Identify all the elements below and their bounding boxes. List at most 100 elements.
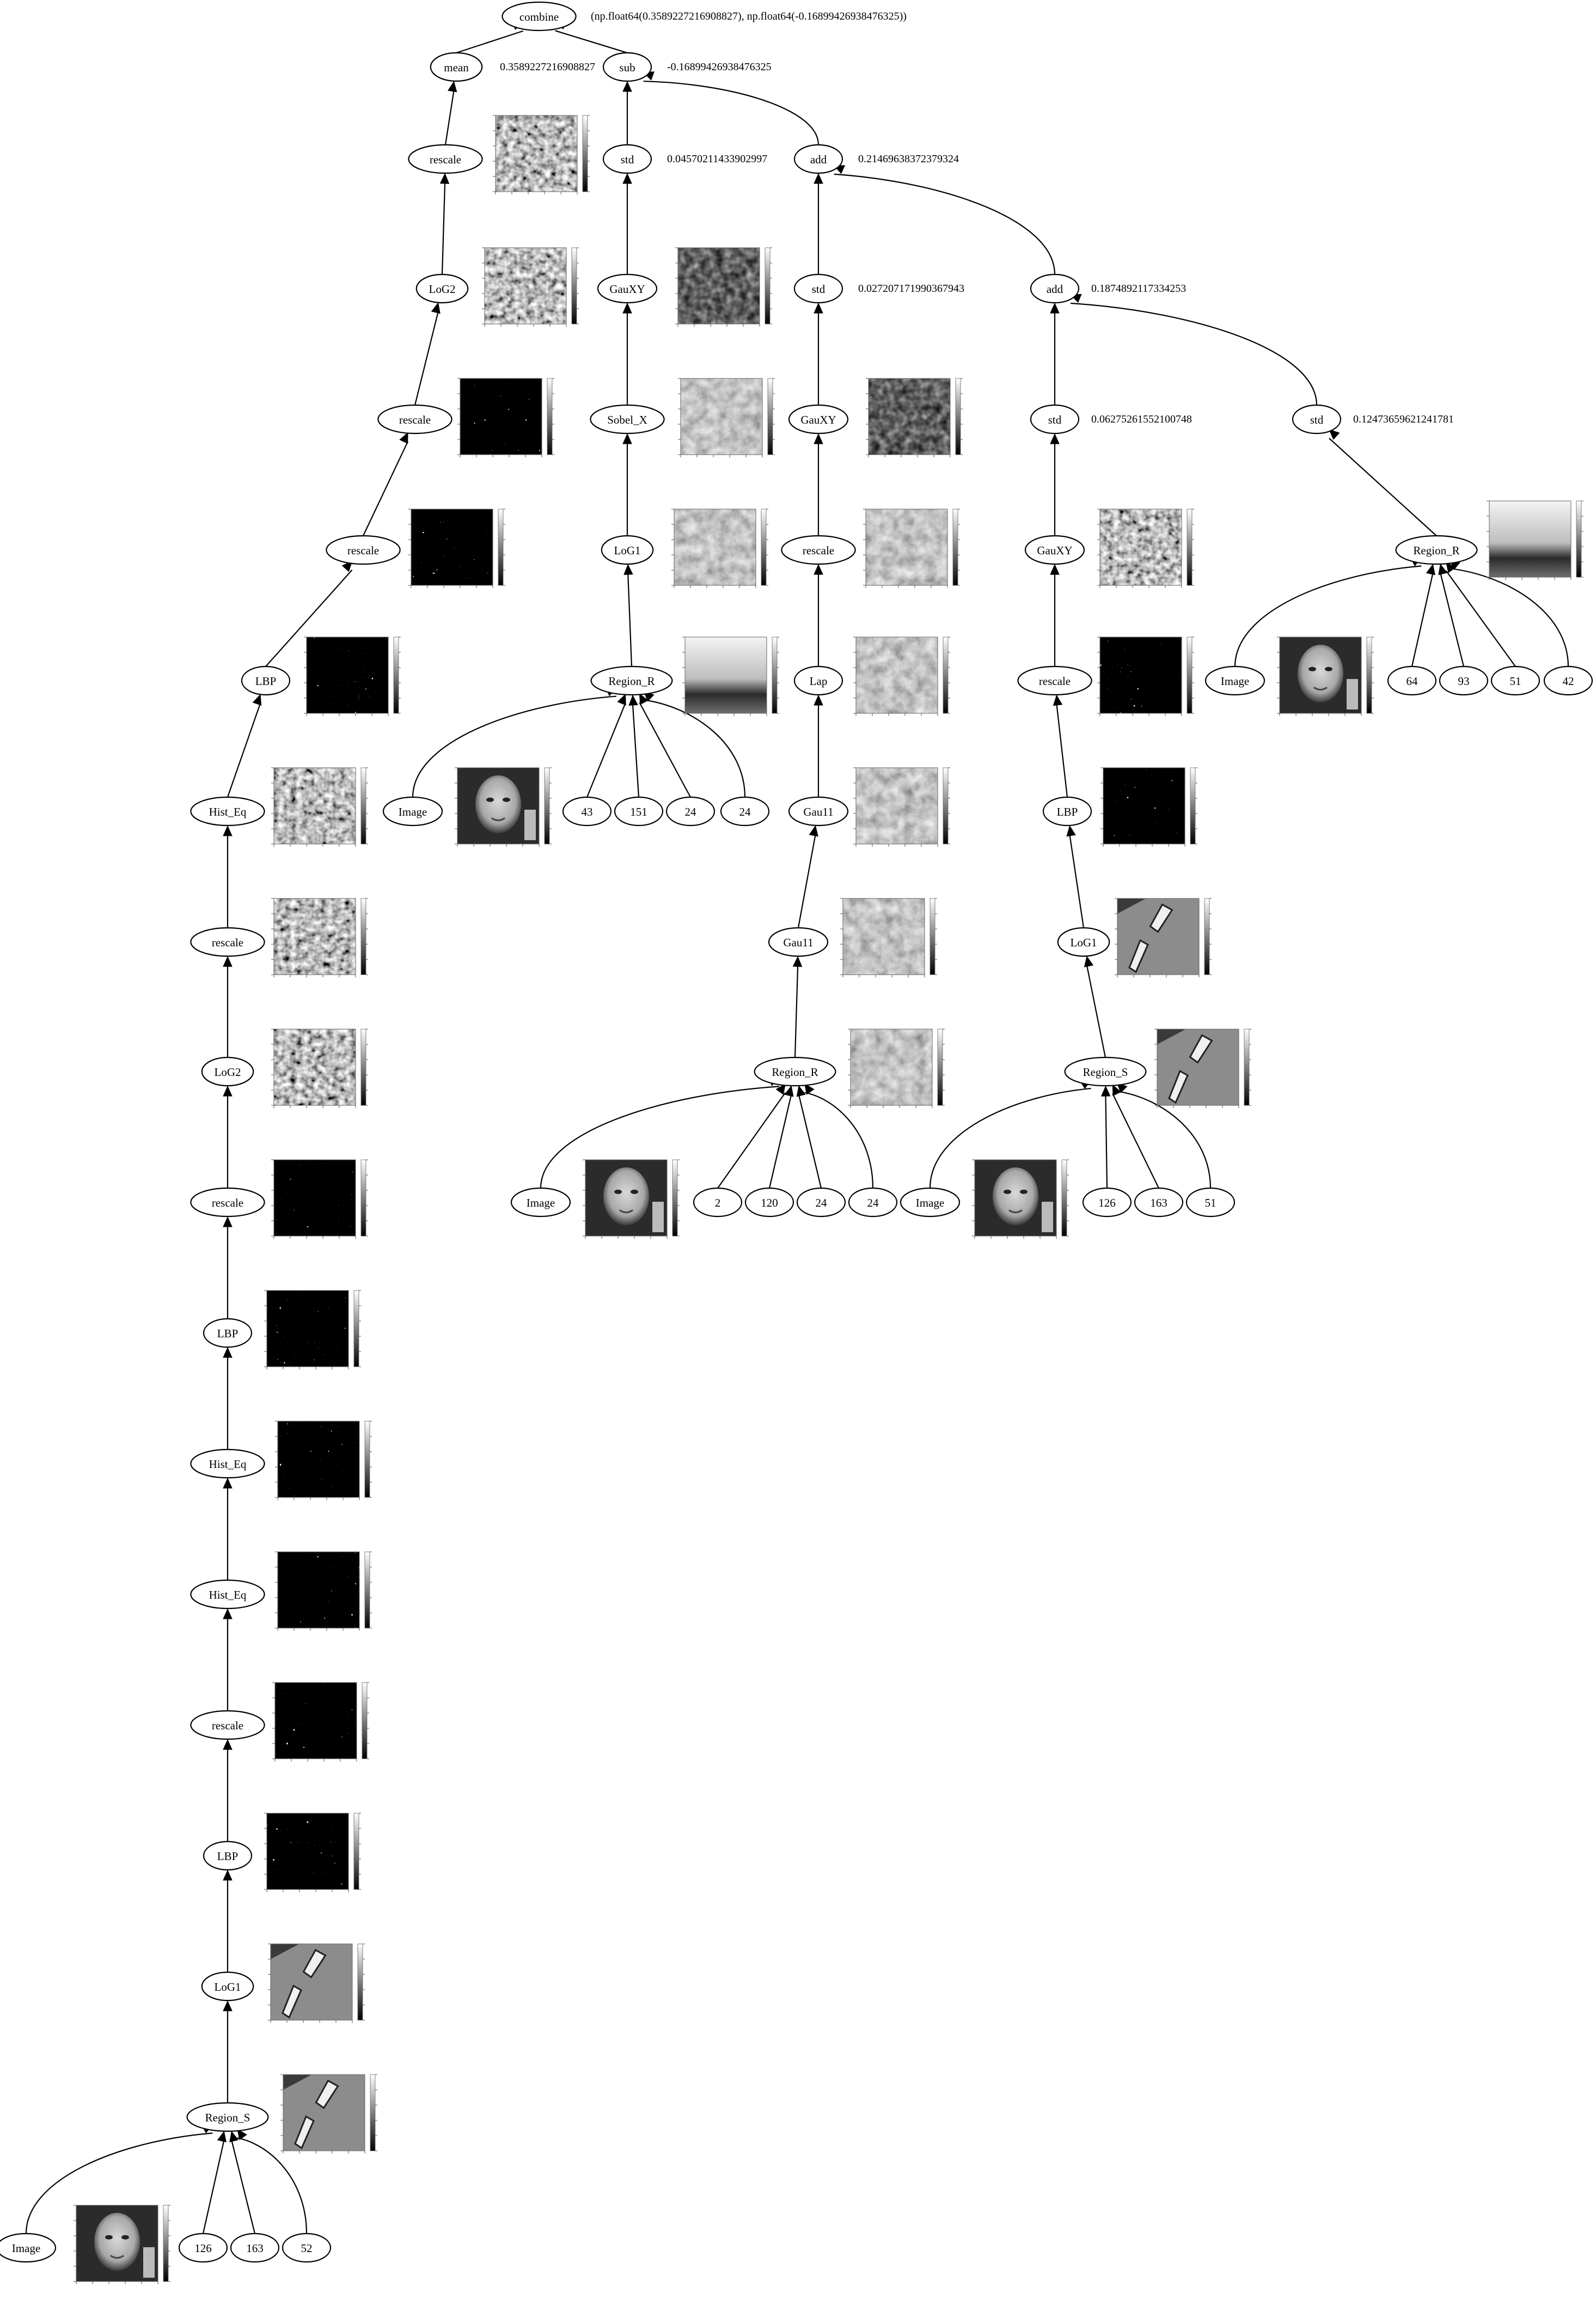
arrowhead-m_regionr [623, 564, 633, 575]
region-crop-icon [280, 2074, 377, 2154]
binary-texture-icon [275, 1421, 372, 1500]
edge-b_image-to-b_regions [929, 1087, 1091, 1189]
arrowhead-c_regionr [1328, 429, 1340, 440]
node-mean: mean [430, 52, 483, 82]
noise-texture-icon [271, 1029, 368, 1108]
node-label: 2 [715, 1196, 721, 1209]
node-combine: combine [502, 1, 577, 32]
region-crop-icon [268, 1943, 365, 2023]
node-label: 93 [1458, 675, 1470, 688]
node-label: 24 [739, 805, 751, 818]
node-label: LBP [255, 675, 277, 688]
edge-b_add2-to-a_add1 [834, 173, 1056, 275]
node-label: Region_S [205, 2111, 250, 2124]
edge-mean-to-combine [456, 30, 524, 54]
node-b_lbp: LBP [1042, 796, 1092, 827]
arrowhead-b_std [1050, 302, 1060, 314]
edge-b_lbp-to-b_rescale [1056, 704, 1068, 798]
edge-b_n51-to-b_regions [1117, 1090, 1212, 1189]
node-m_regionr: Region_R [590, 665, 673, 696]
node-label: 24 [867, 1196, 879, 1209]
node-label: LBP [217, 1327, 239, 1340]
value-label-m_std: 0.04570211433902997 [667, 153, 767, 165]
node-label: GauXY [609, 283, 645, 296]
node-label: LoG1 [614, 544, 641, 557]
node-label: LBP [1057, 805, 1078, 818]
edge-l_rescale3-to-l_rescale2 [363, 441, 409, 536]
arrowhead-m_std [622, 81, 632, 92]
binary-texture-icon [264, 1290, 361, 1369]
node-label: Region_R [772, 1066, 818, 1079]
arrowhead-b_rescale [1050, 564, 1060, 575]
edge-a_n120-to-a_regionr [768, 1094, 792, 1189]
binary-texture-icon [272, 1682, 369, 1761]
node-a_image: Image [510, 1187, 571, 1218]
binary-texture-icon [264, 1813, 361, 1892]
node-b_rescale: rescale [1017, 665, 1092, 696]
arrowhead-l_rescale3 [399, 432, 408, 444]
node-label: 151 [630, 805, 647, 818]
node-a_gauxy: GauXY [788, 404, 849, 435]
node-a_rescale: rescale [781, 535, 856, 565]
arrowhead-l_histeq3 [223, 1477, 233, 1489]
edge-c_n93-to-c_regionr [1440, 573, 1465, 667]
map-thumbnail-icon [853, 767, 950, 847]
node-c_n93: 93 [1439, 665, 1489, 696]
node-a_gau11b: Gau11 [768, 927, 829, 957]
node-label: rescale [430, 153, 461, 166]
node-l_lbp1: LBP [241, 665, 291, 696]
edge-l_rescale1-to-mean [444, 90, 455, 145]
map-thumbnail-icon [675, 247, 772, 327]
edge-a_add1-to-sub [643, 81, 820, 145]
node-label: LoG2 [429, 283, 456, 296]
arrowhead-b_lbp [1053, 694, 1063, 706]
node-b_n126: 126 [1082, 1187, 1132, 1218]
node-a_std: std [793, 273, 843, 304]
arrowhead-l_rescale5 [223, 1085, 233, 1097]
node-m_std: std [602, 144, 652, 174]
node-c_n42: 42 [1543, 665, 1593, 696]
arrowhead-b_n126 [1100, 1085, 1111, 1097]
value-label-sub: -0.16899426938476325 [667, 61, 772, 73]
arrowhead-m_n43 [617, 694, 626, 706]
edge-l_n52-to-l_regions [237, 2137, 308, 2234]
node-label: 126 [1098, 1196, 1116, 1209]
node-b_regions: Region_S [1064, 1056, 1147, 1087]
node-label: Gau11 [803, 805, 833, 818]
arrowhead-l_log2a [439, 173, 450, 184]
arrowhead-l_lbp1 [341, 560, 353, 572]
arrowhead-a_gau11a [814, 694, 823, 706]
node-label: 64 [1407, 675, 1418, 688]
edge-b_regions-to-b_log1 [1086, 965, 1106, 1058]
edge-m_n43-to-m_regionr [586, 702, 626, 798]
node-label: 52 [301, 2242, 313, 2255]
node-c_n51: 51 [1490, 665, 1540, 696]
edge-m_image-to-m_regionr [412, 695, 616, 798]
map-thumbnail-icon [678, 378, 775, 457]
arrowhead-l_rescale1 [448, 81, 457, 93]
node-l_lbp3: LBP [203, 1840, 253, 1871]
face-photo-icon [583, 1159, 680, 1239]
edge-a_n24b-to-a_regionr [804, 1092, 874, 1189]
arrowhead-m_n24a [639, 693, 649, 705]
node-label: std [621, 153, 634, 166]
root-value-label: (np.float64(0.3589227216908827), np.floa… [591, 10, 907, 22]
node-label: Hist_Eq [209, 1588, 247, 1601]
arrowhead-a_gauxy [814, 302, 823, 314]
node-label: Region_R [1413, 544, 1459, 557]
node-label: Image [1221, 675, 1249, 688]
noise-texture-icon [271, 767, 368, 847]
node-label: mean [444, 61, 469, 74]
node-m_n43: 43 [562, 796, 612, 827]
node-c_n64: 64 [1387, 665, 1437, 696]
node-label: sub [619, 61, 635, 74]
node-b_add2: add [1030, 273, 1080, 304]
region-crop-icon [1154, 1029, 1251, 1108]
arrowhead-a_n24a [796, 1085, 806, 1097]
arrowhead-l_histeq1 [252, 694, 262, 706]
arrowhead-l_histeq2 [223, 1347, 233, 1358]
node-label: LoG1 [1071, 936, 1097, 949]
value-label-layer: 0.3589227216908827-0.168994269384763250.… [500, 10, 1454, 425]
